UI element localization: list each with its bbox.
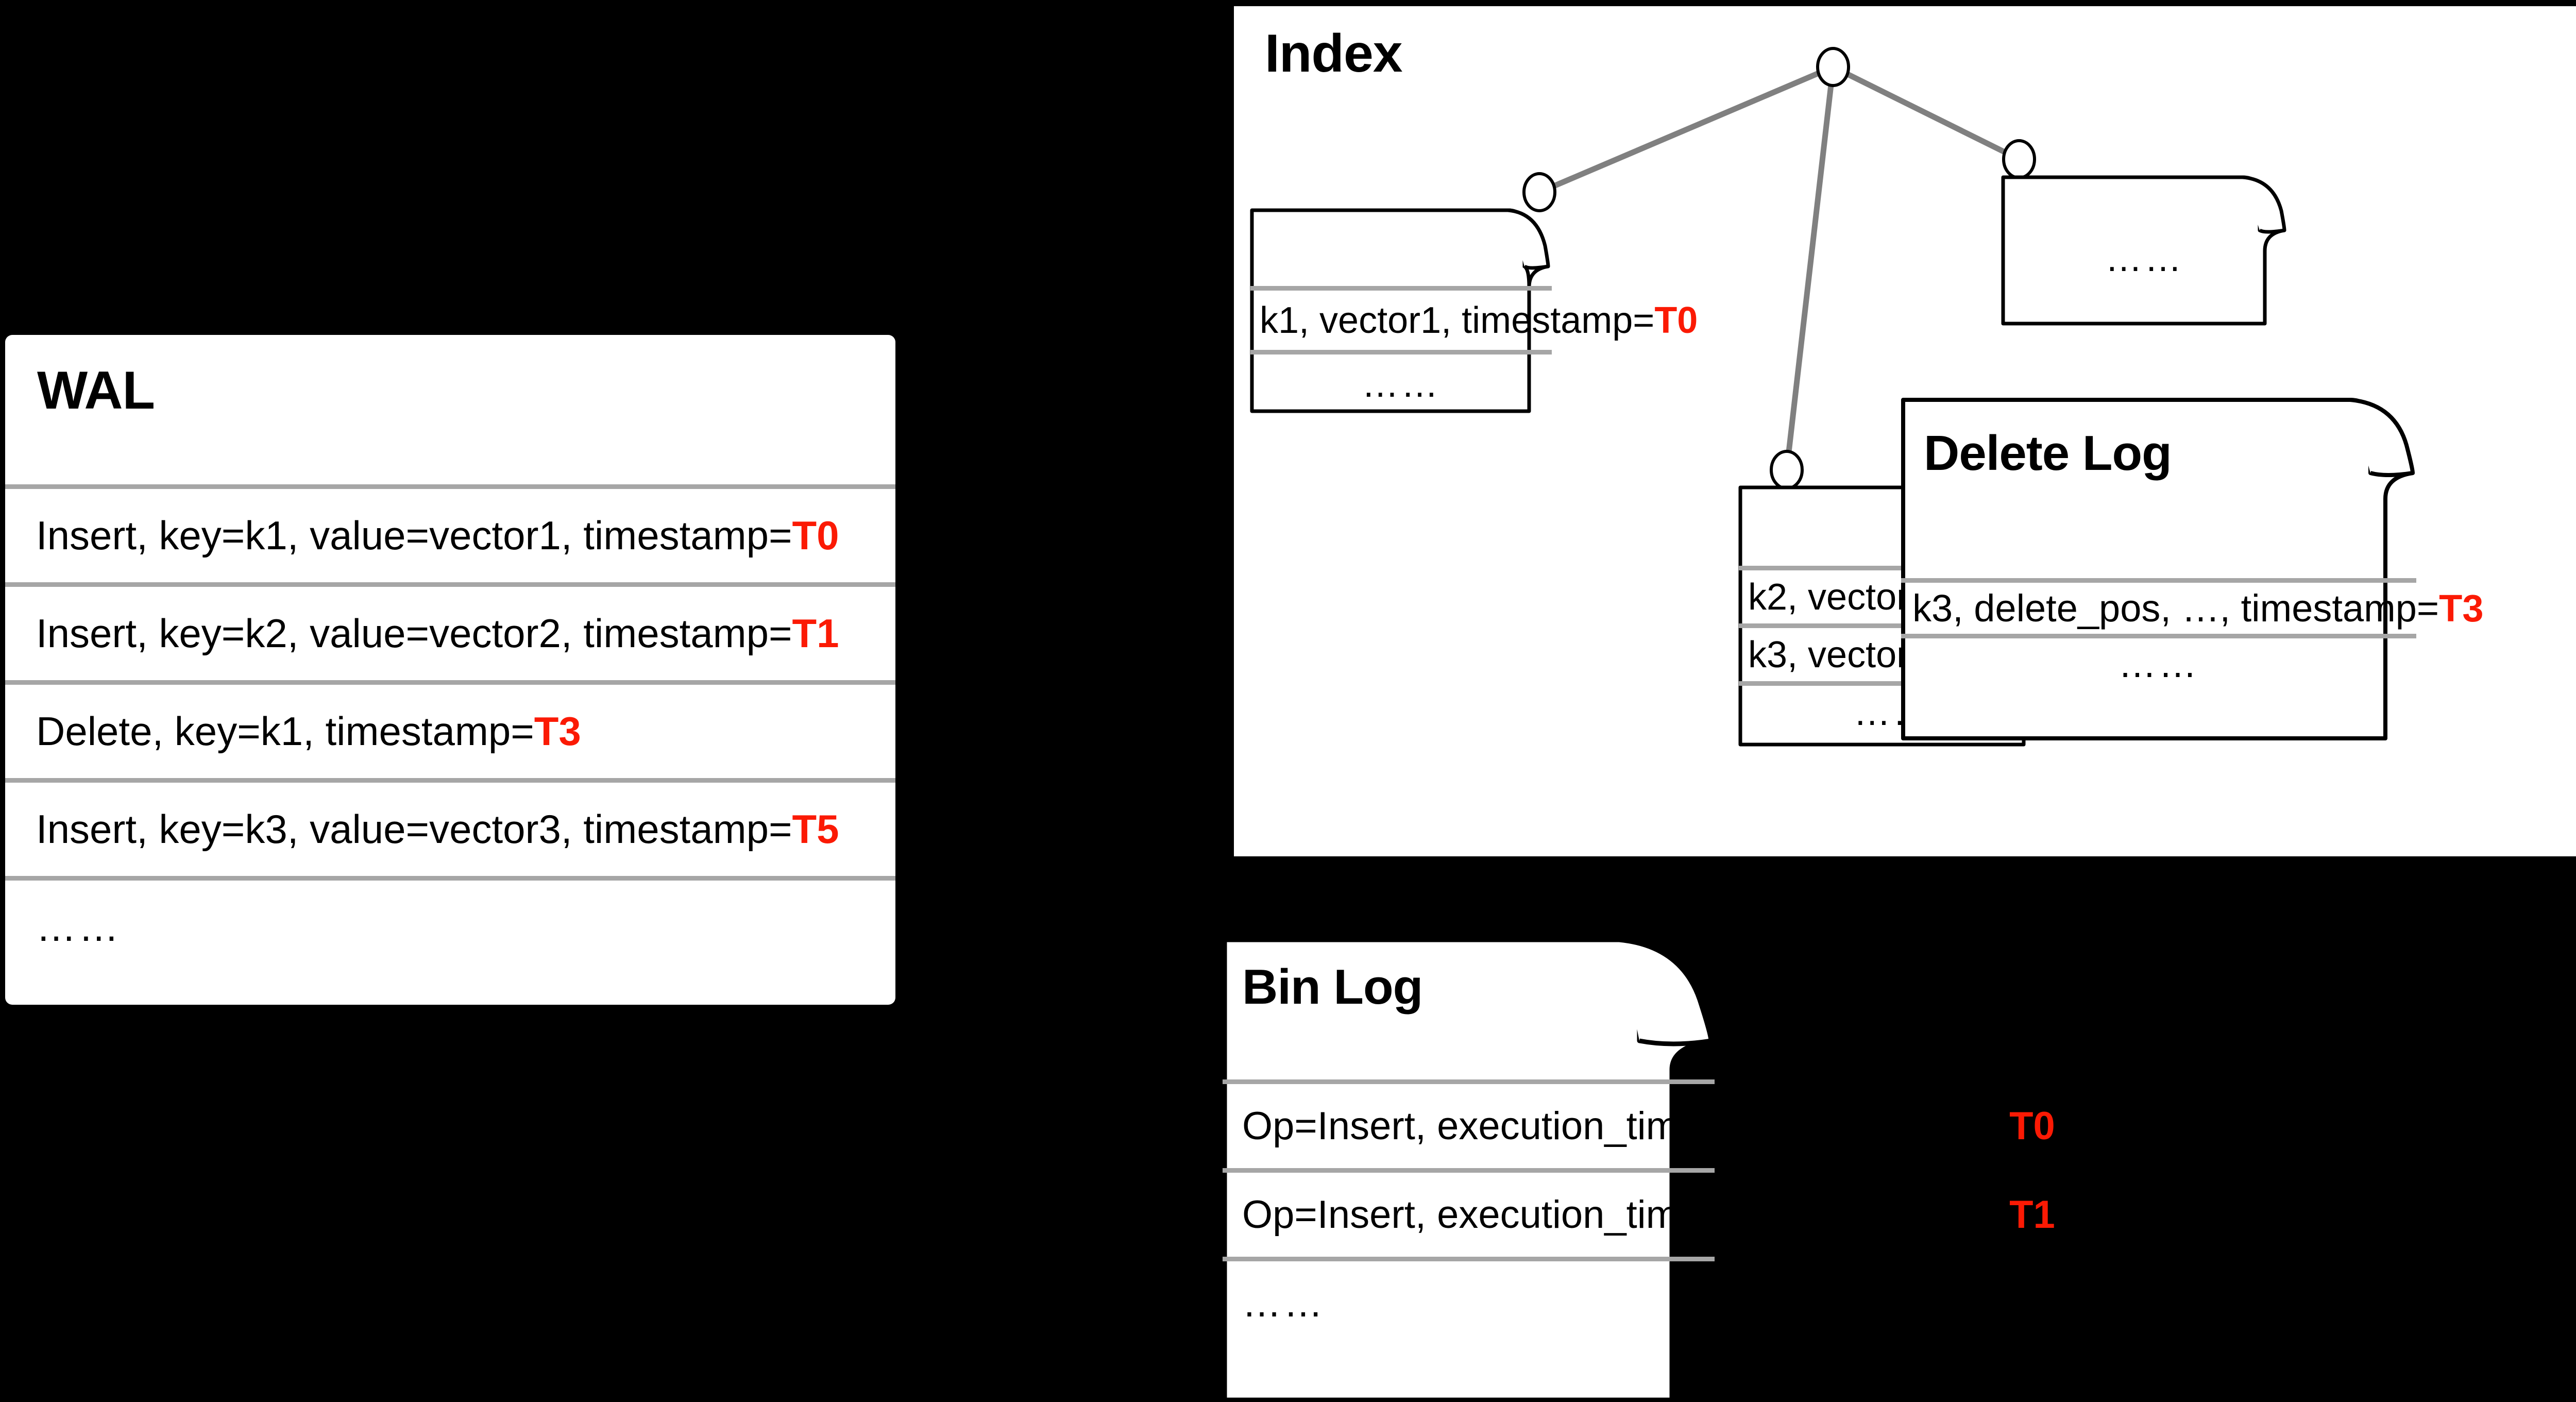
bin-log-row-timestamp: T0 (2009, 1104, 2055, 1148)
wal-title: WAL (37, 361, 155, 420)
wal-row-text: Delete, key=k1, timestamp= (36, 708, 534, 754)
tree-edge-right (1832, 64, 2021, 162)
tree-edge-left (1538, 64, 1835, 195)
wal-row: Insert, key=k1, value=vector1, timestamp… (5, 484, 895, 582)
bin-log-row-text: Op=Insert, execution_time=3,…,timestamp= (1242, 1104, 2010, 1148)
delete-log-row-timestamp: T3 (2439, 587, 2484, 630)
delete-log-row-text: …… (2118, 643, 2199, 685)
leaf-node-row: …… (1250, 350, 1552, 414)
bin-log-title: Bin Log (1242, 959, 1423, 1015)
wal-row-timestamp: T0 (792, 513, 839, 558)
root-node (1816, 47, 1850, 87)
leaf-node-row: k1, vector1, timestamp=T0 (1250, 286, 1698, 350)
document-shape (1901, 398, 2415, 740)
delete-log-row: k3, delete_pos, …, timestamp=T3 (1901, 578, 2483, 634)
wal-row-timestamp: T5 (792, 806, 839, 852)
leaf-node-row-timestamp: T0 (1654, 299, 1698, 341)
document-shape (1250, 208, 1550, 413)
leaf-node-row-text: …… (1362, 363, 1440, 405)
delete-log-title: Delete Log (1924, 426, 2172, 481)
wal-row-timestamp: T1 (792, 611, 839, 656)
child-node-bottom (1770, 450, 1804, 490)
delete-log-row-text: k3, delete_pos, …, timestamp= (1912, 587, 2439, 630)
bin-log-row-text: …… (1242, 1281, 1326, 1325)
wal-row-text: Insert, key=k1, value=vector1, timestamp… (36, 513, 792, 558)
leaf-node-row-text: k1, vector1, timestamp= (1260, 299, 1655, 341)
bin-log-row: Op=Insert, execution_time=3,…,timestamp=… (1223, 1079, 2055, 1168)
wal-row: Insert, key=k2, value=vector2, timestamp… (5, 582, 895, 680)
wal-row-list: Insert, key=k1, value=vector1, timestamp… (5, 484, 895, 974)
leaf-node-k1-rows: k1, vector1, timestamp=T0 …… (1250, 286, 1698, 414)
wal-row: …… (5, 876, 895, 974)
bin-log-row: Op=Insert, execution_time=5,…,timestamp=… (1223, 1168, 2055, 1257)
leaf-node-row-text: …… (2105, 238, 2184, 279)
child-node-left (1522, 172, 1556, 212)
bin-log-rows: Op=Insert, execution_time=3,…,timestamp=… (1223, 1079, 2055, 1345)
delete-log-row: …… (1901, 634, 2416, 689)
wal-row: Delete, key=k1, timestamp=T3 (5, 680, 895, 778)
index-panel: Index k1, vector1, timestamp=T0 …… (1234, 6, 2576, 856)
delete-log-rows: k3, delete_pos, …, timestamp=T3 …… (1901, 578, 2483, 689)
bin-log-card: Bin Log Op=Insert, execution_time=3,…,ti… (1222, 937, 2055, 1402)
bin-log-row-text: Op=Insert, execution_time=5,…,timestamp= (1242, 1193, 2010, 1237)
child-node-right (2002, 139, 2036, 179)
tree-edge-center (1784, 66, 1836, 470)
wal-panel: WAL Insert, key=k1, value=vector1, times… (5, 335, 895, 1005)
leaf-node-k1: k1, vector1, timestamp=T0 …… (1250, 208, 1698, 414)
wal-row-timestamp: T3 (534, 708, 581, 754)
delete-log-card: Delete Log k3, delete_pos, …, timestamp=… (1901, 398, 2483, 740)
wal-row-text: …… (36, 904, 122, 950)
bin-log-row-timestamp: T1 (2009, 1193, 2055, 1237)
index-title: Index (1265, 24, 1403, 83)
wal-row: Insert, key=k3, value=vector3, timestamp… (5, 778, 895, 876)
leaf-node-ellipsis-rows: …… (2002, 176, 2287, 325)
wal-row-text: Insert, key=k3, value=vector3, timestamp… (36, 806, 792, 852)
leaf-node-ellipsis: …… (2001, 175, 2287, 326)
document-shape (2001, 175, 2286, 326)
bin-log-row: …… (1223, 1257, 1715, 1345)
wal-row-text: Insert, key=k2, value=vector2, timestamp… (36, 611, 792, 656)
